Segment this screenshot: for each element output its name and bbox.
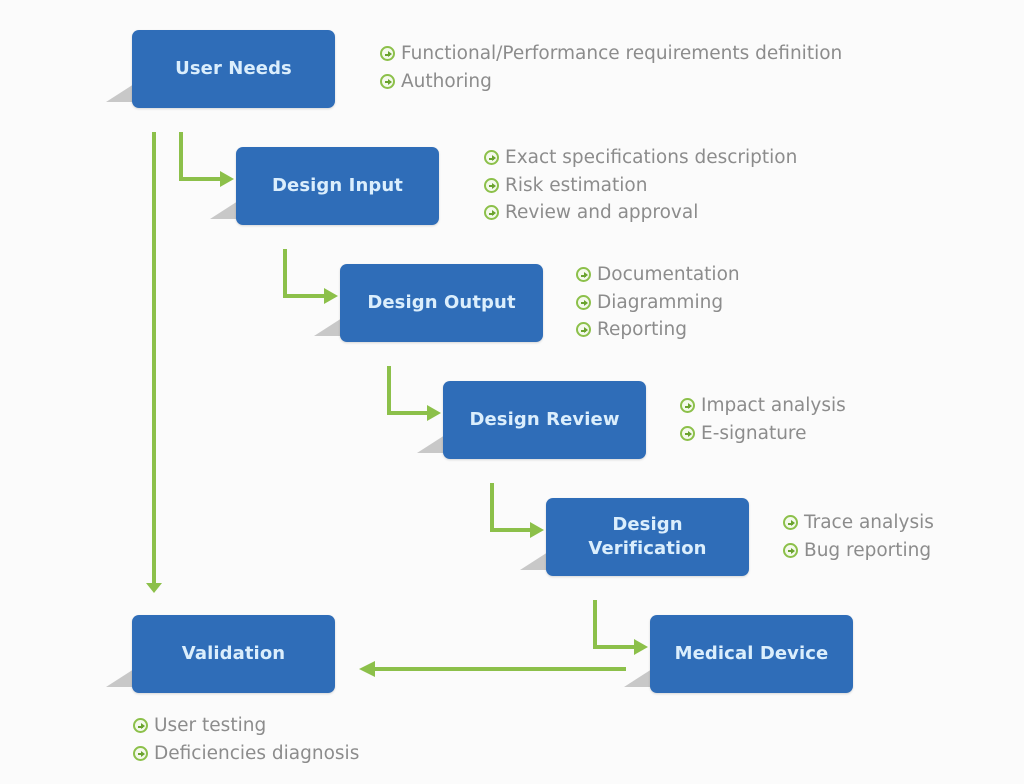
arrow-circle-icon (783, 515, 798, 531)
node-validation: Validation (132, 615, 335, 693)
bullet-item: Impact analysis (680, 392, 846, 420)
validation-bullets: User testing Deficiencies diagnosis (133, 712, 359, 767)
arrowhead-icon (220, 171, 234, 187)
elbow-connector (387, 366, 429, 415)
bullet-item: User testing (133, 712, 359, 740)
bullet-item: Review and approval (484, 199, 797, 227)
node-shadow (106, 84, 134, 102)
arrow-circle-icon (380, 73, 395, 89)
node-label: Design Input (271, 175, 403, 196)
arrow-circle-icon (133, 745, 148, 761)
arrowhead-icon (530, 522, 544, 538)
arrowhead-icon (324, 288, 338, 304)
bullet-item: Exact specifications description (484, 144, 797, 172)
elbow-connector (179, 132, 222, 181)
arrow-circle-icon (133, 718, 148, 734)
node-label: Design Output (367, 292, 516, 313)
elbow-connector (593, 600, 636, 649)
bullet-item: Risk estimation (484, 172, 797, 200)
node-design-output: Design Output (340, 264, 543, 342)
bullet-item: Diagramming (576, 289, 740, 317)
arrow-circle-icon (680, 425, 695, 441)
arrow-circle-icon (484, 177, 499, 193)
elbow-connector (283, 249, 326, 298)
node-design-review: Design Review (443, 381, 646, 459)
node-medical-device: Medical Device (650, 615, 853, 693)
node-shadow (624, 669, 652, 687)
node-label: Design Verification (588, 514, 707, 559)
node-design-input: Design Input (236, 147, 439, 225)
arrow-circle-icon (783, 542, 798, 558)
elbow-connector (490, 483, 532, 532)
arrow-circle-icon (680, 398, 695, 414)
bullet-item: Functional/Performance requirements defi… (380, 40, 842, 68)
node-label: Validation (181, 643, 286, 664)
arrow-circle-icon (576, 294, 591, 310)
node-shadow (106, 669, 134, 687)
user-needs-bullets: Functional/Performance requirements defi… (380, 40, 842, 95)
arrowhead-icon (634, 639, 648, 655)
node-label: Design Review (469, 409, 620, 430)
design-output-bullets: Documentation Diagramming Reporting (576, 261, 740, 344)
bullet-item: Reporting (576, 316, 740, 344)
node-design-verification: Design Verification (546, 498, 749, 576)
bullet-item: Trace analysis (783, 509, 934, 537)
arrow-circle-icon (576, 322, 591, 338)
arrow-circle-icon (380, 46, 395, 62)
arrow-circle-icon (484, 205, 499, 221)
bullet-item: Bug reporting (783, 537, 934, 565)
node-shadow (520, 552, 548, 570)
node-label: Medical Device (674, 643, 829, 664)
bullet-item: Documentation (576, 261, 740, 289)
arrowhead-icon (427, 405, 441, 421)
node-label: User Needs (175, 58, 292, 79)
node-shadow (210, 201, 238, 219)
bullet-item: Authoring (380, 68, 842, 96)
arrowhead-icon (359, 661, 375, 677)
node-shadow (417, 435, 445, 453)
design-review-bullets: Impact analysis E-signature (680, 392, 846, 447)
node-user-needs: User Needs (132, 30, 335, 108)
design-verification-bullets: Trace analysis Bug reporting (783, 509, 934, 564)
arrowhead-icon (146, 583, 162, 593)
arrow-circle-icon (576, 267, 591, 283)
bullet-item: E-signature (680, 420, 846, 448)
design-input-bullets: Exact specifications description Risk es… (484, 144, 797, 227)
arrow-circle-icon (484, 150, 499, 166)
node-shadow (314, 318, 342, 336)
bullet-item: Deficiencies diagnosis (133, 740, 359, 768)
